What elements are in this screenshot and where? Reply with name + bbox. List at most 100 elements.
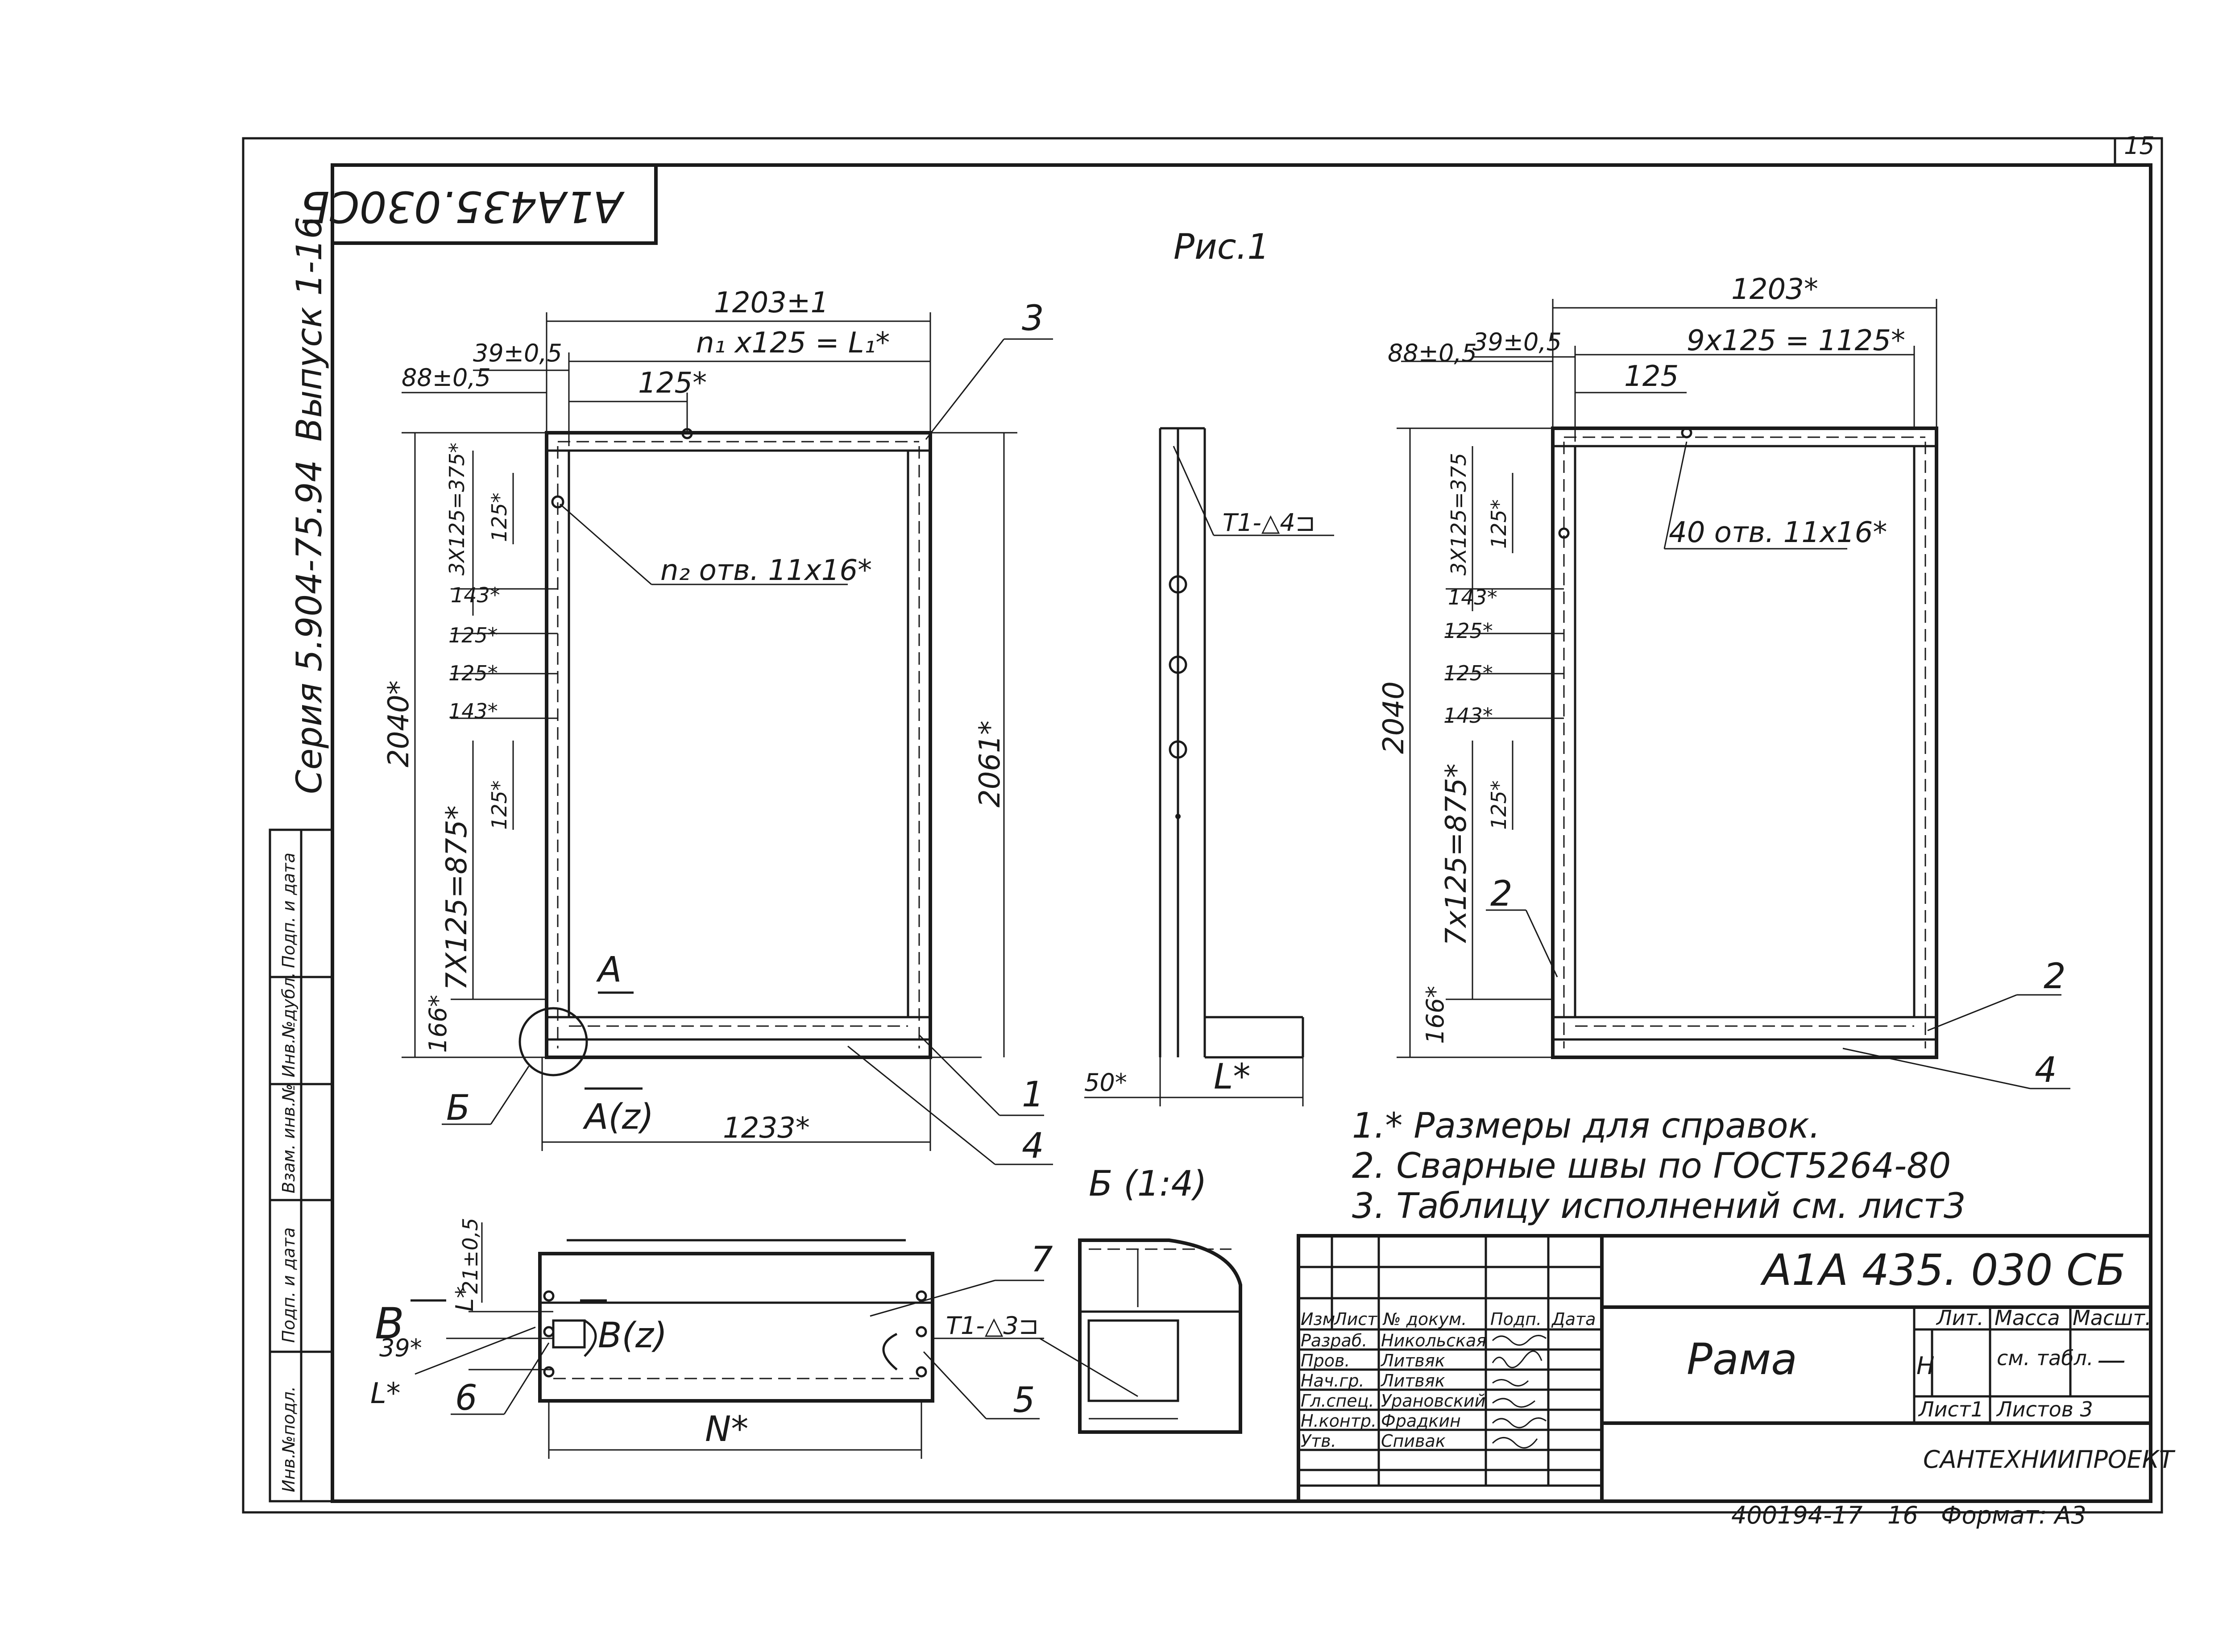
v1-section-A2: A(z) [582,1097,654,1137]
sec-label-B: B [375,1299,404,1349]
tb-sheet: Лист1 [1918,1397,1984,1421]
detail-b-title: Б (1:4) [1089,1164,1207,1204]
tb-org: САНТЕХНИИПРОЕКТ [1923,1445,2176,1474]
outer-frame [242,137,2163,1514]
v1-dim-143-a: 143* [451,583,500,607]
tb-row-role-4: Н.контр. [1301,1411,1377,1431]
sec-pos-5: 5 [1013,1380,1035,1420]
sec-label-B2: B(z) [598,1316,667,1356]
v1-dim-88: 88±0,5 [402,364,491,392]
frame-view-1: 1203±1 n₁ x125 = L₁* 39±0,5 88±0,5 125* … [382,286,1053,1166]
sec-weld: T1-△3⊐ [946,1312,1039,1340]
issue-label: Выпуск 1-16 [290,217,330,442]
v1-pos-4: 4 [1022,1126,1044,1166]
tb-row-role-3: Гл.спец. [1301,1391,1374,1411]
v1-dim-125-a: 125* [487,493,511,542]
doc-code-rotated: A1A435.030СБ [300,182,625,232]
v1-dim-125-b: 125* [448,623,498,647]
tb-mass-value: см. табл. [1997,1346,2094,1370]
tb-row-name-1: Литвяк [1380,1351,1445,1370]
detail-b: Б (1:4) [1039,1164,1242,1434]
v2-dim-125-c: 125* [1443,661,1493,685]
tb-col-lit: Лит. [1936,1306,1984,1330]
v1-dim-width-top: 1203±1 [714,286,829,319]
tb-h-doc: № докум. [1382,1309,1467,1329]
left-stamp: Подп. и дата Инв.№дубл. Взам. инв.№ Подп… [269,828,334,1503]
format-label: Формат: А3 [1941,1501,2086,1529]
v2-dim-143-b: 143* [1443,704,1493,728]
v2-pos-2b: 2 [2044,956,2066,997]
note-2: 2. Сварные швы по ГОСТ5264-80 [1352,1146,1951,1186]
v1-pos-3: 3 [1022,298,1044,339]
bottom-code: 400194-17 [1731,1501,1862,1529]
v1-dim-7x125: 7X125=875* [440,806,473,991]
sec-dim-L2: L* [370,1377,401,1410]
sec-pos-7: 7 [1031,1240,1053,1280]
v2-dim-3x125: 3X125=375 [1447,453,1471,576]
v1-dim-3x125: 3X125=375* [445,443,469,576]
v1-dim-bottom: 1233* [723,1112,810,1145]
v2-dim-39: 39±0,5 [1472,328,1562,356]
v1-dim-125-d: 125* [487,780,511,830]
tb-h-izm: Изм [1301,1309,1335,1329]
v2-pos-4: 4 [2035,1050,2057,1090]
tb-lit-value: Н [1916,1352,1935,1380]
tb-name: Рама [1687,1334,1797,1384]
tb-row-role-0: Разраб. [1301,1331,1367,1350]
v1-dim-125-c: 125* [448,661,498,685]
tb-row-name-2: Литвяк [1380,1371,1445,1391]
bottom-num: 16 [1887,1501,1918,1529]
tb-row-name-3: Урановский [1381,1391,1485,1411]
stamp-cell-5: Подп. и дата [279,853,299,968]
stamp-cell-4: Инв.№дубл. [279,972,299,1077]
sec-dim-N: N* [705,1409,748,1449]
side-dim-50: 50* [1084,1068,1127,1097]
side-view: Т1-△4⊐ 50* L* [1084,427,1334,1106]
tb-col-scale: Масшт. [2073,1306,2152,1330]
tb-row-name-5: Спивак [1381,1431,1446,1451]
series-label: Серия 5.904-75.94 [290,460,330,794]
tb-doc-code: A1A 435. 030 СБ [1760,1245,2126,1295]
tb-row-role-5: Утв. [1301,1431,1336,1451]
stamp-cell-1: Инв.№подл. [279,1386,299,1492]
v2-dim-height-left: 2040 [1377,681,1410,754]
v2-dim-88: 88±0,5 [1388,339,1477,367]
v2-dim-125-top: 125 [1624,360,1679,393]
tb-row-role-1: Пров. [1301,1351,1350,1370]
v2-dim-7x125: 7x125=875* [1440,763,1473,946]
v2-dim-166: 166* [1421,986,1449,1044]
v1-dim-height-right: 2061* [974,720,1007,807]
v2-dim-holes-top: 9x125 = 1125* [1687,324,1905,357]
side-dim-L: L* [1214,1057,1250,1097]
note-1: 1.* Размеры для справок. [1352,1106,1820,1146]
stamp-cell-2: Подп. и дата [279,1227,299,1343]
v2-dim-width-top: 1203* [1731,273,1818,306]
v1-dim-height-left: 2040* [382,680,415,767]
tb-scale-value: — [2097,1344,2126,1377]
v1-pos-1: 1 [1022,1075,1044,1115]
tb-h-sign: Подп. [1490,1309,1542,1329]
v1-dim-holes-top: n₁ x125 = L₁* [696,327,890,360]
v1-holes-note: n₂ отв. 11x16* [660,554,872,587]
figure-label: Рис.1 [1174,227,1269,267]
v1-dim-39: 39±0,5 [473,339,562,367]
v2-dim-125-b: 125* [1443,619,1493,643]
sec-dim-L: L* [451,1286,479,1312]
v1-dim-143-b: 143* [448,699,498,723]
section-view: 21±0,5 L* 39* L* B B(z) N* 7 6 5 T1-△3⊐ [370,1218,1053,1459]
tb-h-list: Лист [1333,1309,1378,1329]
notes: 1.* Размеры для справок. 2. Сварные швы … [1352,1106,1966,1226]
tb-h-date: Дата [1551,1309,1596,1329]
sec-pos-6: 6 [455,1378,477,1418]
sec-dim-21: 21±0,5 [458,1218,482,1294]
tb-row-name-0: Никольская [1381,1331,1486,1350]
v2-holes-note: 40 отв. 11x16* [1669,516,1887,549]
v1-dim-166: 166* [424,995,452,1053]
tb-row-name-4: Фрадкин [1381,1411,1461,1431]
v2-dim-125-a: 125* [1487,499,1511,549]
stamp-cell-3: Взам. инв.№ [279,1084,299,1193]
tb-sheets: Листов 3 [1996,1397,2093,1421]
doc-code-box [331,163,658,245]
v2-pos-2a: 2 [1490,874,1513,914]
